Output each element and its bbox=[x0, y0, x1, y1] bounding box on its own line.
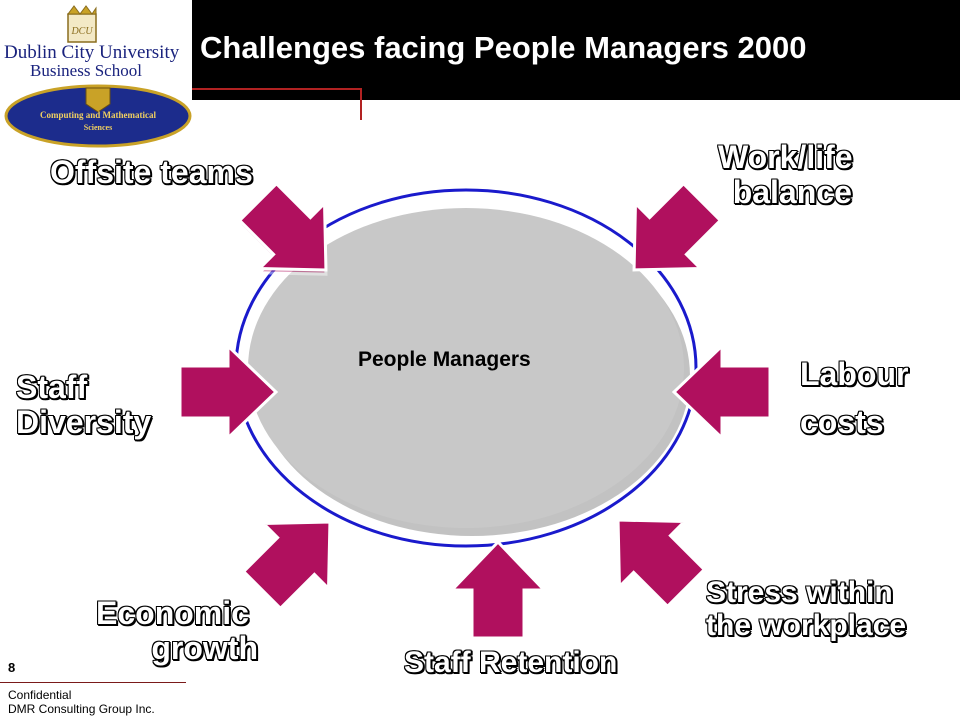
label-staff-retention-text: Staff Retention bbox=[404, 646, 618, 679]
crest-monogram: DCU bbox=[70, 26, 93, 37]
label-offsite-teams: Offsite teams bbox=[50, 154, 253, 190]
label-economic-growth: Economic growth bbox=[96, 595, 258, 667]
label-work-life-line1: Work/life bbox=[718, 139, 853, 175]
label-labour-costs-line2: costs bbox=[800, 404, 884, 440]
footer-company: DMR Consulting Group Inc. bbox=[8, 702, 155, 716]
label-stress-line1: Stress within bbox=[706, 576, 893, 609]
crest-icon: DCU bbox=[67, 5, 97, 43]
school-line2: Sciences bbox=[84, 123, 112, 132]
university-line1: Dublin City University bbox=[4, 42, 180, 63]
title-bar bbox=[192, 0, 960, 100]
footer-divider bbox=[0, 682, 186, 683]
footer-confidential: Confidential bbox=[8, 688, 72, 702]
label-staff-diversity: Staff Diversity bbox=[16, 369, 152, 441]
label-economic-growth-line2: growth bbox=[151, 630, 258, 667]
label-economic-growth-line1: Economic bbox=[96, 595, 249, 631]
central-ellipse bbox=[234, 188, 698, 548]
label-stress-workplace: Stress within the workplace bbox=[706, 576, 906, 642]
accent-line-horizontal bbox=[192, 88, 362, 90]
label-staff-diversity-line1: Staff bbox=[16, 369, 88, 405]
center-label: People Managers bbox=[358, 348, 531, 371]
label-staff-retention: Staff Retention bbox=[404, 646, 617, 679]
label-labour-costs-line1: Labour bbox=[800, 356, 909, 392]
label-offsite-teams-text: Offsite teams bbox=[50, 154, 253, 190]
label-work-life-balance: Work/life balance bbox=[718, 139, 853, 211]
school-line1: Computing and Mathematical bbox=[40, 110, 157, 120]
university-line2: Business School bbox=[30, 61, 142, 80]
label-labour-costs: Labour costs bbox=[800, 350, 908, 446]
arrow-staff-retention bbox=[450, 540, 546, 640]
page-title: Challenges facing People Managers 2000 bbox=[200, 30, 807, 65]
university-logo: DCU Dublin City University Business Scho… bbox=[0, 0, 192, 160]
label-stress-line2: the workplace bbox=[706, 609, 907, 642]
label-work-life-line2: balance bbox=[732, 174, 852, 211]
footer: Confidential DMR Consulting Group Inc. bbox=[8, 688, 155, 716]
slide-number: 8 bbox=[8, 660, 16, 675]
accent-line-vertical bbox=[360, 88, 362, 120]
label-staff-diversity-line2: Diversity bbox=[16, 404, 152, 441]
